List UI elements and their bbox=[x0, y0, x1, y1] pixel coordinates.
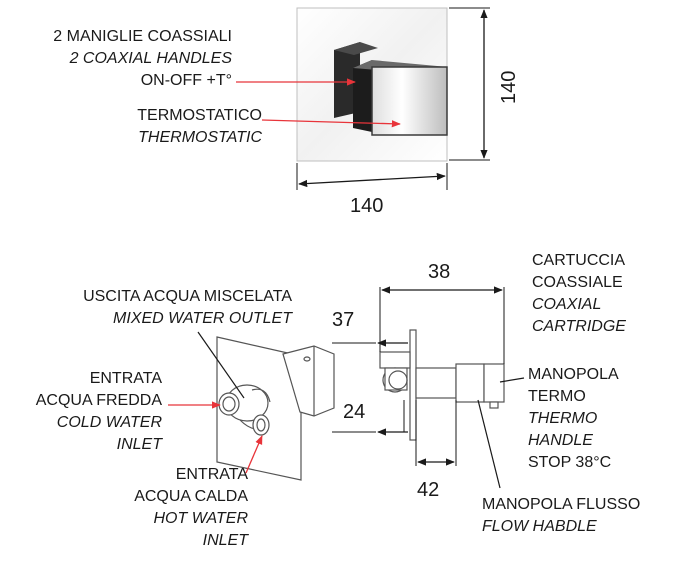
cold-inlet-it-2: ACQUA FREDDA bbox=[35, 392, 162, 409]
hot-inlet-pointer bbox=[245, 435, 263, 474]
stop-temperature: STOP 38°C bbox=[528, 454, 612, 471]
dim-38: 38 bbox=[428, 261, 451, 283]
thermo-handle-en-2: HANDLE bbox=[528, 432, 593, 449]
thermo-handle-en-1: THERMO bbox=[528, 410, 598, 427]
dim-37: 37 bbox=[332, 309, 355, 331]
cartridge-it-1: CARTUCCIA bbox=[532, 252, 626, 269]
hot-inlet-it-1: ENTRATA bbox=[175, 466, 248, 483]
onoff-label: ON-OFF +T° bbox=[140, 72, 232, 89]
mixed-outlet-pointer bbox=[197, 331, 245, 399]
cold-inlet-it-1: ENTRATA bbox=[89, 370, 162, 387]
handles-label-en: 2 COAXIAL HANDLES bbox=[69, 50, 232, 67]
cold-inlet-label: ENTRATA ACQUA FREDDA COLD WATER INLET bbox=[0, 368, 162, 456]
hot-inlet-it-2: ACQUA CALDA bbox=[134, 488, 248, 505]
side-rear-body bbox=[379, 351, 411, 369]
dim-width-140: 140 bbox=[350, 195, 384, 217]
mixed-outlet-label-en: MIXED WATER OUTLET bbox=[113, 310, 292, 327]
top-plate-view bbox=[236, 7, 490, 190]
side-cartridge bbox=[415, 367, 457, 399]
width-dim-line bbox=[298, 172, 446, 188]
flow-handle-it: MANOPOLA FLUSSO bbox=[482, 496, 641, 513]
side-knob bbox=[455, 363, 485, 403]
cold-inlet-en-1: COLD WATER bbox=[56, 414, 162, 431]
hot-inlet-en-1: HOT WATER bbox=[153, 510, 248, 527]
dim-24: 24 bbox=[343, 401, 366, 423]
mixed-outlet-label-it: USCITA ACQUA MISCELATA bbox=[83, 288, 292, 305]
front-knob-side bbox=[353, 60, 372, 132]
handles-label: 2 MANIGLIE COASSIALI 2 COAXIAL HANDLES O… bbox=[0, 26, 232, 92]
dim-height-140: 140 bbox=[498, 70, 520, 104]
flow-handle-en: FLOW HABDLE bbox=[482, 518, 597, 535]
thermo-handle-label: MANOPOLA TERMO THERMO HANDLE STOP 38°C bbox=[528, 364, 619, 474]
flow-handle-pointer bbox=[477, 399, 501, 489]
iso-hot-inlet bbox=[252, 414, 270, 436]
dim-42: 42 bbox=[417, 479, 440, 501]
cold-inlet-en-2: INLET bbox=[116, 436, 162, 453]
thermostatic-label-en: THERMOSTATIC bbox=[138, 129, 262, 146]
side-view bbox=[379, 329, 505, 441]
thermostatic-label-it: TERMOSTATICO bbox=[137, 107, 262, 124]
cartridge-label: CARTUCCIA COASSIALE COAXIAL CARTRIDGE bbox=[532, 250, 626, 338]
hot-inlet-en-2: INLET bbox=[202, 532, 248, 549]
thermo-handle-it-1: MANOPOLA bbox=[528, 366, 619, 383]
cartridge-en-1: COAXIAL bbox=[532, 296, 602, 313]
thermostatic-pointer bbox=[261, 119, 401, 128]
flow-handle-label: MANOPOLA FLUSSO FLOW HABDLE bbox=[482, 494, 640, 538]
side-plate bbox=[409, 329, 417, 441]
thermostatic-label: TERMOSTATICO THERMOSTATIC bbox=[0, 105, 262, 149]
mixed-outlet-label: USCITA ACQUA MISCELATA MIXED WATER OUTLE… bbox=[0, 286, 292, 330]
cartridge-it-2: COASSIALE bbox=[532, 274, 623, 291]
hot-inlet-label: ENTRATA ACQUA CALDA HOT WATER INLET bbox=[0, 464, 248, 552]
cartridge-en-2: CARTRIDGE bbox=[532, 318, 626, 335]
handles-label-it: 2 MANIGLIE COASSIALI bbox=[53, 28, 232, 45]
thermo-handle-it-2: TERMO bbox=[528, 388, 586, 405]
iso-body-view bbox=[216, 336, 335, 481]
thermo-handle-pointer bbox=[499, 377, 525, 383]
front-knob-face bbox=[371, 66, 448, 136]
